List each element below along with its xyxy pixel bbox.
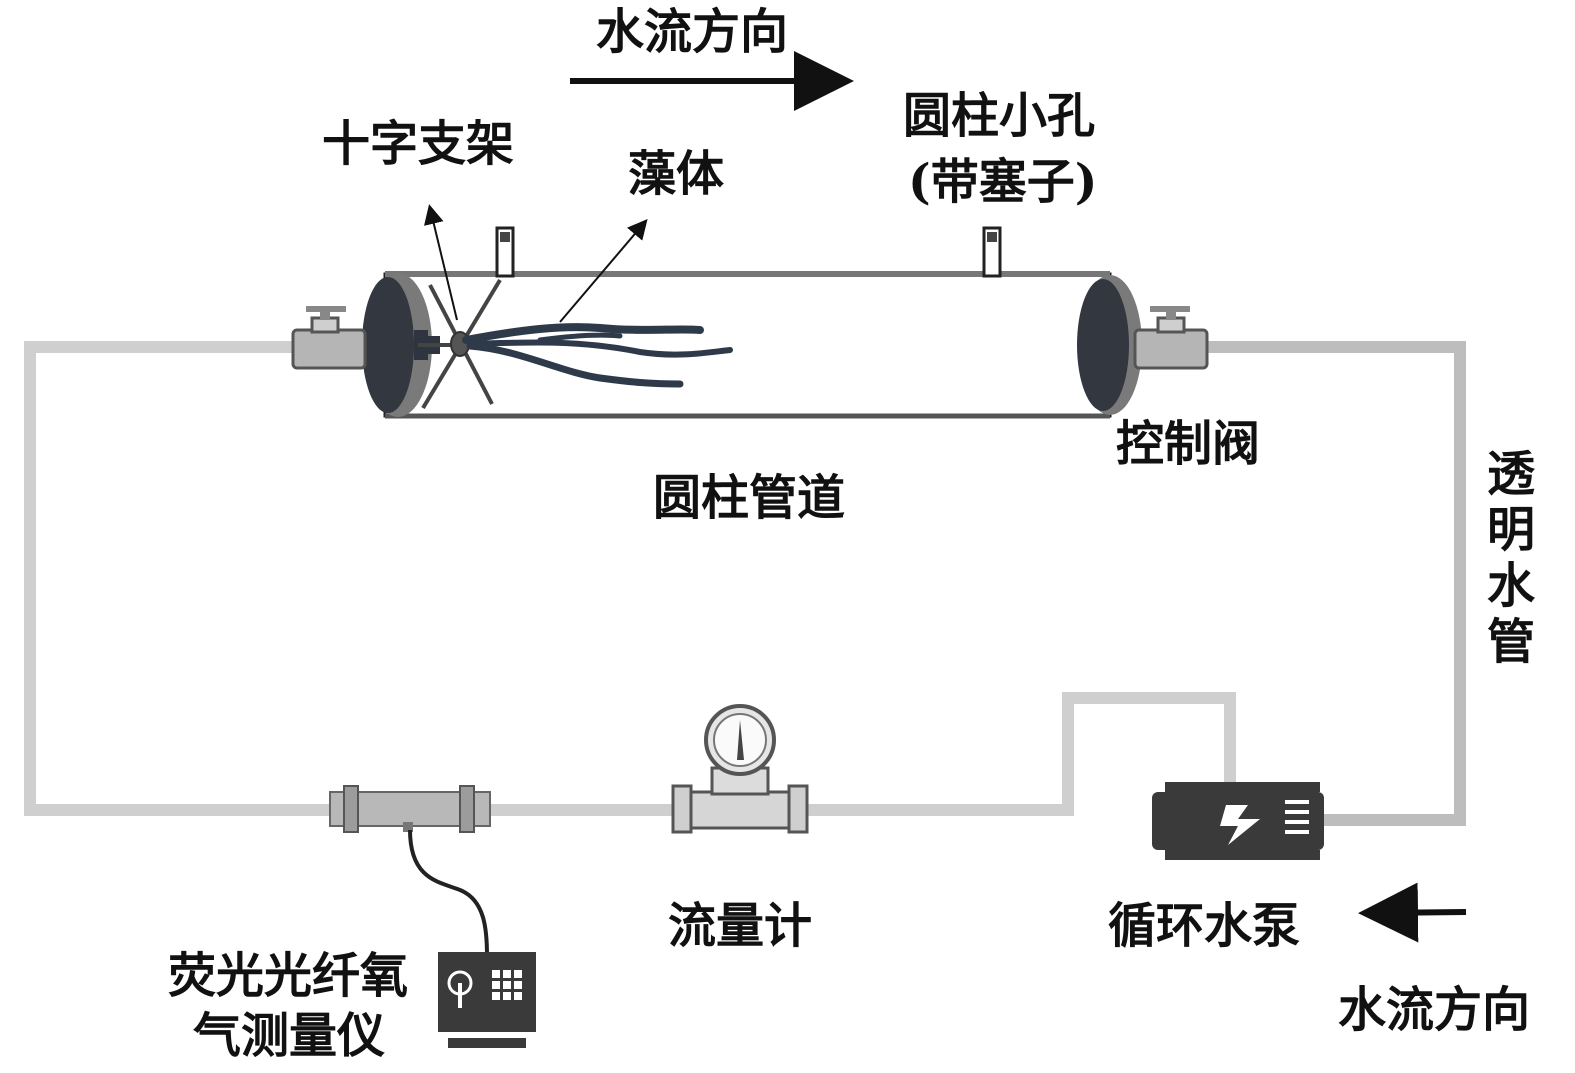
cross-bracket-pointer <box>424 204 458 321</box>
small-hole-plug-2 <box>982 226 1002 278</box>
right-end-cap <box>1077 275 1142 415</box>
keypad-grid-icon <box>492 970 522 1000</box>
left-valve <box>291 306 367 370</box>
pressure-gauge-icon <box>704 704 776 776</box>
oxygen-sensor-tube <box>329 785 491 833</box>
tube-left <box>24 341 336 816</box>
lightning-bolt-icon <box>1220 805 1260 845</box>
probe-icon <box>447 970 473 1008</box>
pump-label: 循环水泵 <box>1108 898 1301 954</box>
small-hole-label-line1: 圆柱小孔 <box>903 88 1096 144</box>
control-valve-label: 控制阀 <box>1116 416 1261 472</box>
oxygen-meter-device <box>438 952 536 1048</box>
tubing-loop <box>24 341 1466 826</box>
cross-bracket-label: 十字支架 <box>322 116 515 172</box>
flow-direction-bottom-label: 水流方向 <box>1338 982 1531 1038</box>
flowmeter <box>671 704 809 834</box>
small-hole-label-line2: (带塞子) <box>908 154 1098 210</box>
cylinder-pipe-label: 圆柱管道 <box>653 470 846 526</box>
tube-right <box>1204 341 1466 826</box>
algae-body <box>462 323 733 388</box>
cylinder-pipe <box>362 226 1142 419</box>
oxygen-meter-label-line1: 荧光光纤氧 <box>168 948 409 1004</box>
algae-label: 藻体 <box>628 146 725 202</box>
left-end-cap <box>362 273 440 417</box>
sensor-cable <box>408 829 489 957</box>
algae-pointer <box>559 218 648 323</box>
tube-bottom-b <box>799 692 1236 816</box>
flow-direction-top-label: 水流方向 <box>596 4 789 60</box>
transparent-tube-label: 透明水管 <box>1478 448 1534 672</box>
flow-arrow-bottom <box>1358 882 1467 943</box>
flowmeter-label: 流量计 <box>668 898 813 954</box>
oxygen-meter-label-line2: 气测量仪 <box>193 1008 386 1064</box>
control-valve <box>1133 306 1209 370</box>
circulation-pump <box>1152 782 1324 860</box>
small-hole-plug-1 <box>495 226 515 278</box>
